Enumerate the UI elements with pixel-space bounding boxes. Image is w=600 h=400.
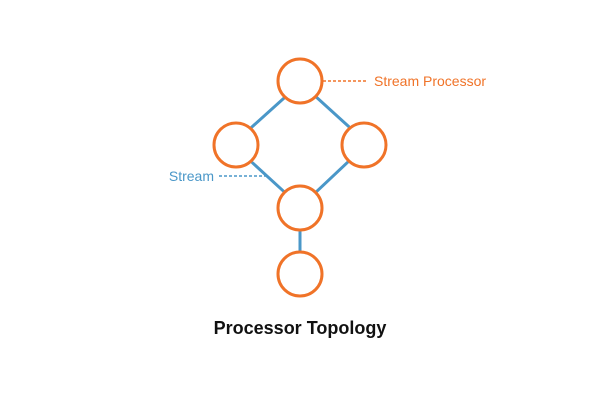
- processor-node-bottom: [276, 250, 324, 298]
- stream-right-middle: [314, 160, 350, 194]
- stream-left-middle: [251, 161, 285, 193]
- stream-label: Stream: [169, 168, 214, 184]
- streams-layer: [249, 95, 351, 253]
- processor-node-right: [340, 121, 388, 169]
- callout-layer: Stream Processor Stream: [169, 73, 486, 184]
- processor-label: Stream Processor: [374, 73, 486, 89]
- diagram-title: Processor Topology: [214, 318, 387, 338]
- processor-node-middle: [276, 184, 324, 232]
- processor-node-left: [212, 121, 260, 169]
- processor-node-top: [276, 57, 324, 105]
- stream-top-left: [249, 95, 287, 130]
- stream-top-right: [315, 95, 351, 129]
- processor-nodes-layer: [212, 57, 388, 298]
